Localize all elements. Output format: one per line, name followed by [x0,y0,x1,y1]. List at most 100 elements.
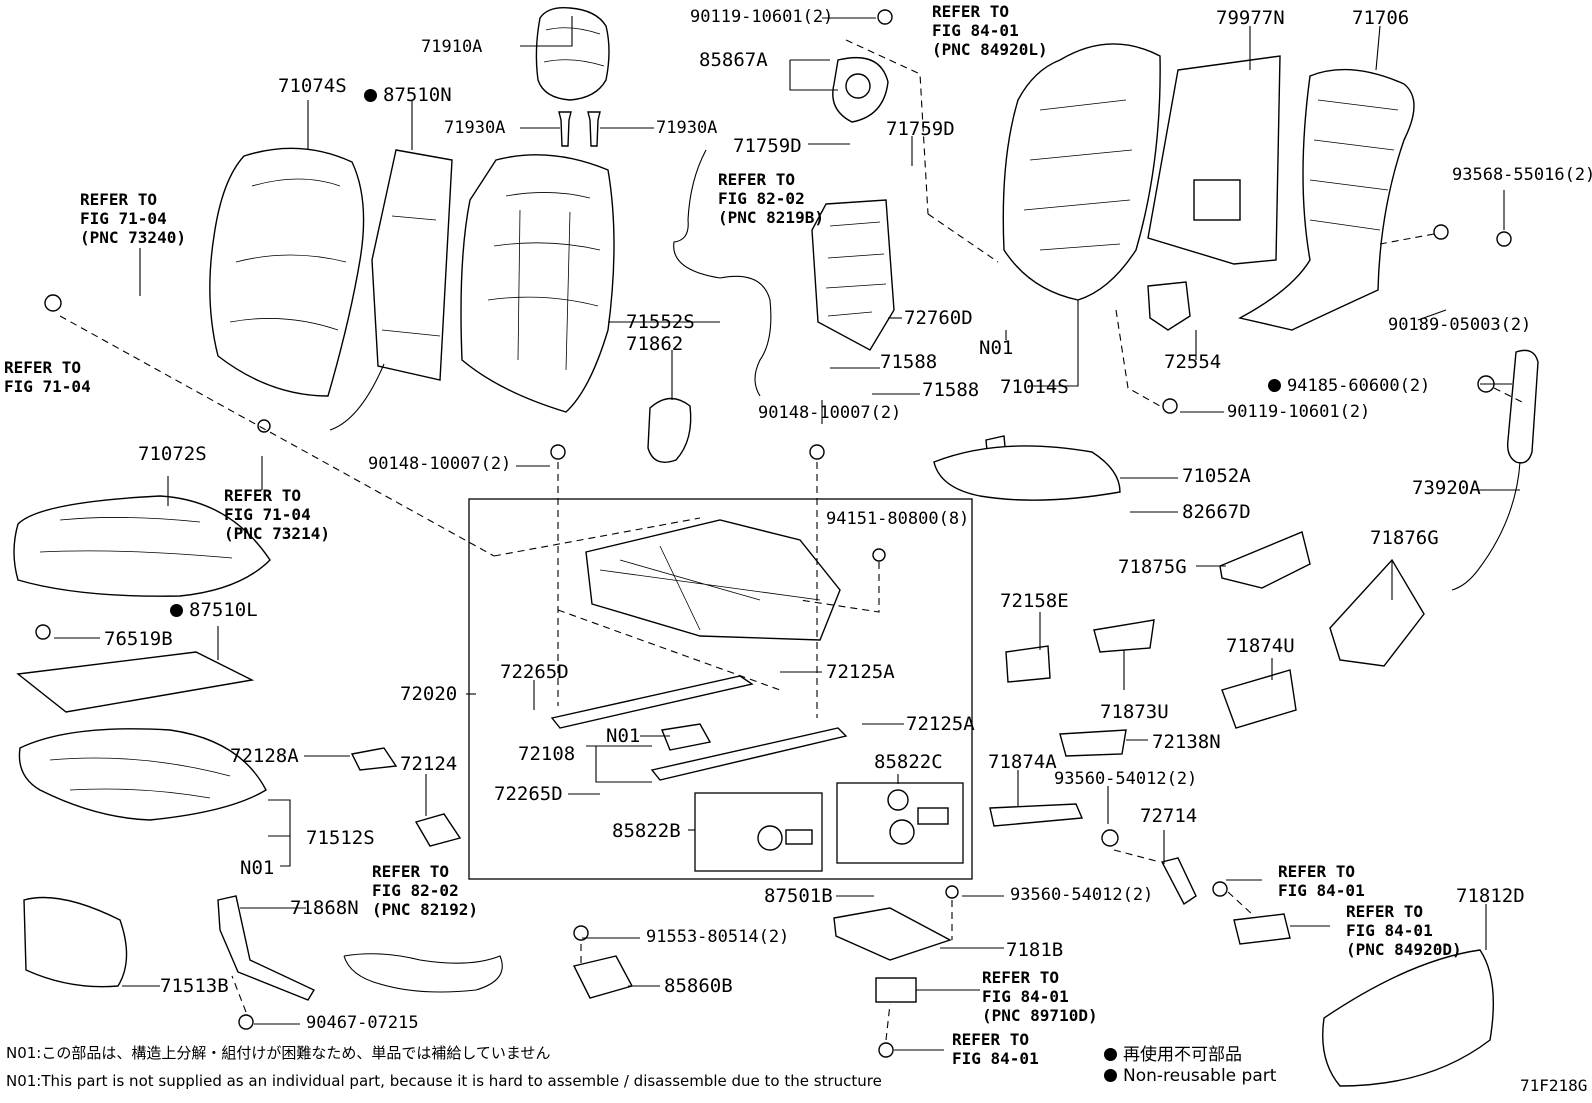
label-72265D-b: 72265D [494,783,563,805]
label-71862: 71862 [626,333,684,355]
seatback-frame-part [1002,43,1161,301]
label-87510N: 87510N [364,85,452,105]
seatback-heater-pad-part [329,149,453,431]
ref-fig-84-01-a: REFER TO FIG 84-01 [1278,862,1365,900]
non-reusable-marker-icon [170,604,183,617]
label-85867A: 85867A [699,49,768,71]
label-76519B: 76519B [104,628,173,650]
label-93560-54012-a: 93560-54012(2) [1054,769,1198,789]
lumbar-unit-part [832,56,889,123]
seatback-cover-part [209,147,365,397]
ref-fig-84-01-b: REFER TO FIG 84-01 [952,1030,1039,1068]
seat-side-cover-part [23,896,128,988]
label-87510N-text: 87510N [383,84,452,106]
ref-fig-84-01-84920D: REFER TO FIG 84-01 (PNC 84920D) [1346,902,1462,959]
label-N01-motor: N01 [606,725,641,747]
label-71588-b: 71588 [922,379,980,401]
label-71052A: 71052A [1182,465,1251,487]
label-87501B: 87501B [764,885,833,907]
label-71512S: 71512S [306,827,375,849]
label-90148-10007-right: 90148-10007(2) [758,403,902,423]
label-71072S: 71072S [138,443,207,465]
label-71759D-right: 71759D [886,118,955,140]
label-71876G: 71876G [1370,527,1439,549]
trim-clip-part [350,747,398,771]
label-72554: 72554 [1164,351,1222,373]
motor-kit-box-left [694,792,823,872]
cushion-side-bracket-part [1219,531,1311,589]
label-85822C: 85822C [874,751,943,773]
label-71875G: 71875G [1118,556,1187,578]
label-71874U: 71874U [1226,635,1295,657]
label-71910A: 71910A [421,37,483,57]
seat-cushion-pad-part [18,728,267,821]
label-7181B: 7181B [1006,939,1064,961]
label-71812D: 71812D [1456,885,1525,907]
label-71513B: 71513B [160,975,229,997]
ref-fig-84-01-89710D: REFER TO FIG 84-01 (PNC 89710D) [982,968,1098,1025]
cushion-heater-mat-part [16,651,255,713]
label-N01-recliner: N01 [979,337,1014,359]
label-94185-60600-text: 94185-60600(2) [1287,376,1431,396]
ref-fig-71-04-73240: REFER TO FIG 71-04 (PNC 73240) [80,190,186,247]
ref-fig-82-02-82192: REFER TO FIG 82-02 (PNC 82192) [372,862,478,919]
label-72128A: 72128A [230,745,299,767]
label-72108: 72108 [518,743,576,765]
seat-lever-part [217,895,315,1001]
side-trim-bracket-part [1093,619,1155,653]
label-71868N: 71868N [290,897,359,919]
switch-unit-part [1233,913,1291,945]
headrest-part [535,7,610,101]
ref-fig-71-04: REFER TO FIG 71-04 [4,358,91,396]
seatback-side-cover-part [647,397,692,463]
non-reusable-marker-icon [364,89,377,102]
seat-adjuster-group-box [468,498,973,880]
label-71706: 71706 [1352,7,1410,29]
seat-cushion-frame-part [933,445,1121,501]
hinge-cover-part [1221,669,1297,729]
motor-kit-box-right [836,782,964,864]
back-board-window [1193,179,1241,221]
label-94185-60600: 94185-60600(2) [1268,377,1430,395]
label-72760D: 72760D [904,307,973,329]
motor-bracket-part [572,955,634,999]
stopper-bracket-part [1160,857,1197,906]
motor-parts-right [887,789,949,845]
non-reusable-marker-icon [1104,1048,1117,1061]
non-reusable-marker-icon [1104,1069,1117,1082]
label-72158E: 72158E [1000,590,1069,612]
label-72124: 72124 [400,753,458,775]
seat-cushion-wire-harness [343,953,503,993]
seat-side-shield-part [1322,949,1494,1087]
label-71552S: 71552S [626,311,695,333]
label-71930A-right: 71930A [656,118,718,138]
back-board-part [1147,55,1281,265]
figure-id: 71F218G [1520,1076,1588,1095]
label-72138N: 72138N [1152,731,1221,753]
headrest-guide-parts [558,111,601,147]
label-72125A-b: 72125A [906,713,975,735]
side-bracket-right-part [1329,558,1425,667]
label-72125A-a: 72125A [826,661,895,683]
label-N01-cushion: N01 [240,857,275,879]
ref-fig-82-02-8219B: REFER TO FIG 82-02 (PNC 8219B) [718,170,824,227]
label-94151-80800: 94151-80800(8) [826,509,970,529]
label-93560-54012-b: 93560-54012(2) [1010,885,1154,905]
label-87510L: 87510L [170,600,258,620]
seatback-wire-harness [673,149,772,397]
label-90119-10601-bottom: 90119-10601(2) [1227,402,1371,422]
label-82667D: 82667D [1182,501,1251,523]
label-71588-a: 71588 [880,351,938,373]
footnote-n01-en: N01:This part is not supplied as an indi… [6,1072,882,1090]
footnote-n01-jp: N01:この部品は、構造上分解・組付けが困難なため、単品では補給していません [6,1044,551,1062]
seat-cushion-cover-part [13,495,271,597]
label-71014S: 71014S [1000,376,1069,398]
label-90119-10601-top: 90119-10601(2) [690,7,834,27]
seatback-panel-part [1238,68,1415,331]
recline-cable-part [1451,349,1539,591]
label-90148-10007-left: 90148-10007(2) [368,454,512,474]
label-71930A-left: 71930A [444,118,506,138]
label-87510L-text: 87510L [189,599,258,621]
